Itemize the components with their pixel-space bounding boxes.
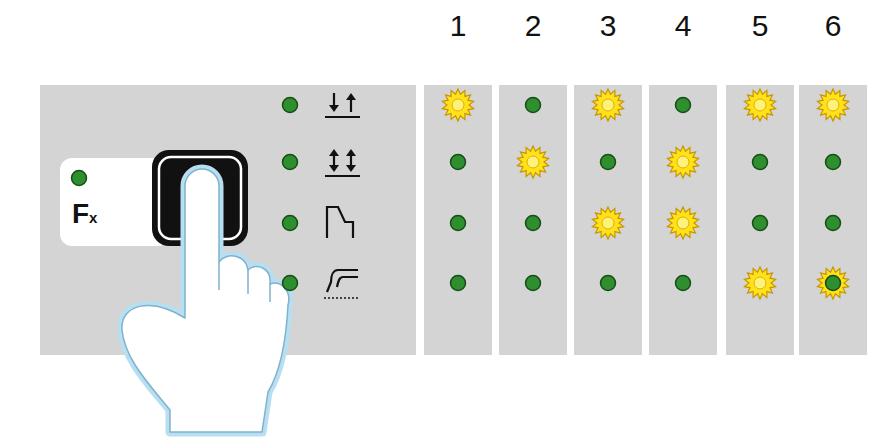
off-led [601,155,616,170]
mode-led [283,216,298,231]
off-led [826,155,841,170]
pointing-hand [122,169,289,432]
lit-led-core [754,277,766,289]
off-led [826,216,841,231]
blinking-led-core [826,276,841,291]
off-led [676,98,691,113]
state-column [726,85,794,355]
pulse-symbol [327,207,353,238]
two-stroke-symbol [325,93,360,117]
four-stroke-symbol [325,149,360,176]
lit-led [744,89,775,121]
state-column [799,85,867,355]
off-led [753,155,768,170]
lit-led [592,89,623,121]
state-column [574,85,642,355]
lit-led [592,207,623,239]
column-number: 3 [600,11,617,41]
lit-led-core [602,99,614,111]
mode-led [283,155,298,170]
mode-led [283,98,298,113]
off-led [526,216,541,231]
off-led [526,98,541,113]
state-column [649,85,717,355]
lit-led [517,146,548,178]
off-led [601,276,616,291]
off-led [753,216,768,231]
off-led [676,276,691,291]
function-key-label: Fx [64,196,105,232]
column-number: 4 [675,11,692,41]
off-led [451,216,466,231]
lit-led-core [677,156,689,168]
column-number: 5 [752,11,769,41]
blinking-led [817,267,848,299]
lit-led [667,207,698,239]
lit-led [442,89,473,121]
lit-led-core [602,217,614,229]
lit-led-core [827,99,839,111]
key-label-text: Fx [64,196,105,232]
fx-led [72,171,87,186]
column-number: 2 [525,11,542,41]
lit-led-core [754,99,766,111]
off-led [526,276,541,291]
mode-led [283,276,298,291]
column-number: 1 [450,11,467,41]
led-layer [283,85,868,355]
lit-led-core [527,156,539,168]
torch-symbol [324,270,360,298]
mode-symbols [324,93,360,298]
off-led [451,276,466,291]
lit-led [744,267,775,299]
lit-led [817,89,848,121]
lit-led-core [677,217,689,229]
column-number: 6 [825,11,842,41]
lit-led [667,146,698,178]
lit-led-core [452,99,464,111]
state-column [499,85,567,355]
off-led [451,155,466,170]
state-column [424,85,492,355]
